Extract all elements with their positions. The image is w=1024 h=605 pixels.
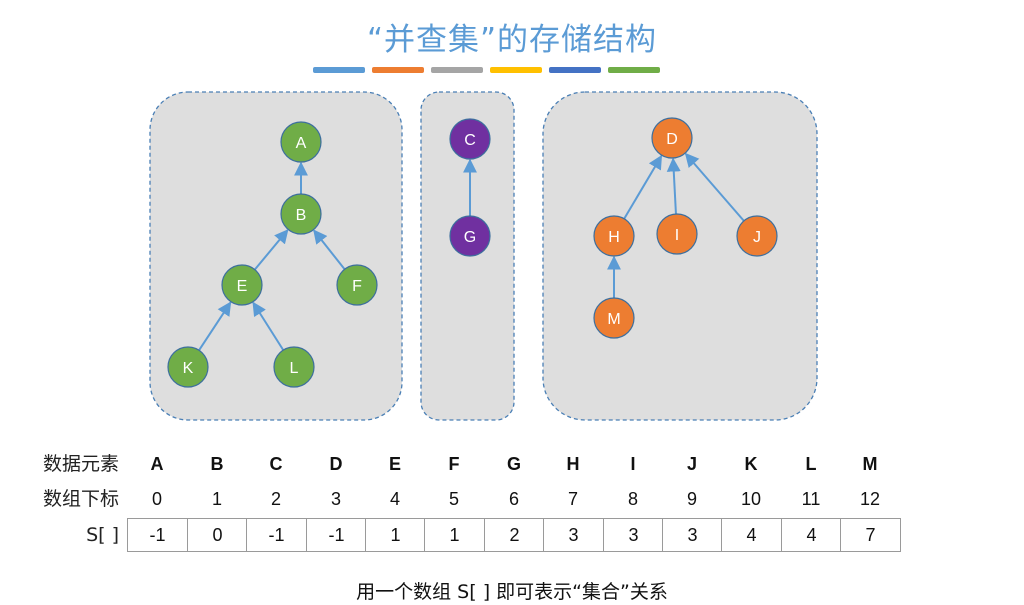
parent-edge-f-b xyxy=(313,229,346,270)
element-row: 数据元素 A B C D E F G H I J K L M xyxy=(0,449,1024,479)
tree-node-label-m: M xyxy=(607,311,620,328)
index-row-label: 数组下标 xyxy=(42,488,119,510)
element-cell: L xyxy=(805,454,817,474)
index-cell: 7 xyxy=(567,489,578,509)
element-cell: M xyxy=(862,454,878,474)
tree-node-label-b: B xyxy=(296,207,307,224)
tree-node-f xyxy=(336,264,378,306)
element-cell: D xyxy=(329,454,343,474)
tree-node-l xyxy=(273,346,315,388)
slide-title: “并查集”的存储结构 xyxy=(366,22,658,58)
s-array-cell: -1 xyxy=(306,518,366,552)
index-cell: 3 xyxy=(330,489,341,509)
tree-node-label-f: F xyxy=(352,278,362,295)
s-array-cell: 1 xyxy=(365,518,425,552)
element-cell: J xyxy=(686,454,697,474)
s-array-cell: 3 xyxy=(662,518,722,552)
element-cell: G xyxy=(506,454,521,474)
tree-node-label-j: J xyxy=(753,229,761,246)
s-array-cell: -1 xyxy=(127,518,187,552)
index-cell: 5 xyxy=(448,489,459,509)
index-cell: 9 xyxy=(686,489,697,509)
index-cell: 0 xyxy=(151,489,162,509)
tree-node-label-i: I xyxy=(675,227,679,244)
element-cell: H xyxy=(566,454,580,474)
s-array-cell: 3 xyxy=(603,518,663,552)
tree-node-label-h: H xyxy=(608,229,620,246)
color-bar xyxy=(313,67,365,73)
index-cell: 1 xyxy=(211,489,222,509)
index-cell: 6 xyxy=(508,489,519,509)
s-array-cell: 2 xyxy=(484,518,544,552)
s-array-cell: 1 xyxy=(424,518,484,552)
tree-node-label-l: L xyxy=(290,360,299,377)
index-cell: 8 xyxy=(627,489,638,509)
tree-node-label-a: A xyxy=(296,135,307,152)
tree-node-label-k: K xyxy=(183,360,194,377)
parent-edge-e-b xyxy=(254,229,289,271)
parent-edge-l-e xyxy=(252,301,285,351)
index-cell: 12 xyxy=(859,489,881,509)
element-row-label: 数据元素 xyxy=(42,453,119,475)
tree-node-k xyxy=(167,346,209,388)
element-cell: C xyxy=(269,454,283,474)
index-cell: 4 xyxy=(389,489,400,509)
tree-node-i xyxy=(656,213,698,255)
color-bar xyxy=(549,67,601,73)
tree-node-j xyxy=(736,215,778,257)
s-array-cell: 0 xyxy=(187,518,247,552)
color-bar xyxy=(490,67,542,73)
element-cell: F xyxy=(448,454,460,474)
tree-node-g xyxy=(449,215,491,257)
index-cell: 10 xyxy=(740,489,762,509)
color-bar xyxy=(608,67,660,73)
s-array-cell: 3 xyxy=(543,518,603,552)
s-array-label: S[ ] xyxy=(86,524,119,546)
tree-node-m xyxy=(593,297,635,339)
index-cell: 11 xyxy=(801,489,821,509)
index-cell: 2 xyxy=(270,489,281,509)
s-array-cell: 7 xyxy=(840,518,901,552)
parent-edge-h-d xyxy=(623,154,663,220)
set-group-box-1 xyxy=(149,91,403,421)
tree-node-c xyxy=(449,118,491,160)
color-bar xyxy=(431,67,483,73)
s-array-cell: -1 xyxy=(246,518,306,552)
element-cell: K xyxy=(744,454,758,474)
parent-edge-i-d xyxy=(666,157,681,215)
caption: 用一个数组 S[ ] 即可表示“集合”关系 xyxy=(356,581,668,603)
element-cell: B xyxy=(210,454,224,474)
element-cell: A xyxy=(150,454,164,474)
tree-node-label-g: G xyxy=(464,229,476,246)
s-array-cell: 4 xyxy=(781,518,841,552)
tree-node-a xyxy=(280,121,322,163)
tree-node-d xyxy=(651,117,693,159)
parent-edge-k-e xyxy=(198,301,232,351)
s-array-row: S[ ] -1 0 -1 -1 1 1 2 3 3 3 4 4 7 xyxy=(0,518,1024,552)
parent-edge-j-d xyxy=(684,152,745,222)
element-cell: E xyxy=(388,454,401,474)
color-bar xyxy=(372,67,424,73)
tree-node-label-e: E xyxy=(237,278,248,295)
tree-node-label-c: C xyxy=(464,132,476,149)
s-array-cell: 4 xyxy=(721,518,781,552)
index-row: 数组下标 0 1 2 3 4 5 6 7 8 9 10 11 12 xyxy=(0,484,1024,514)
tree-node-h xyxy=(593,215,635,257)
tree-node-b xyxy=(280,193,322,235)
element-cell: I xyxy=(630,454,636,474)
tree-node-e xyxy=(221,264,263,306)
tree-node-label-d: D xyxy=(666,131,678,148)
